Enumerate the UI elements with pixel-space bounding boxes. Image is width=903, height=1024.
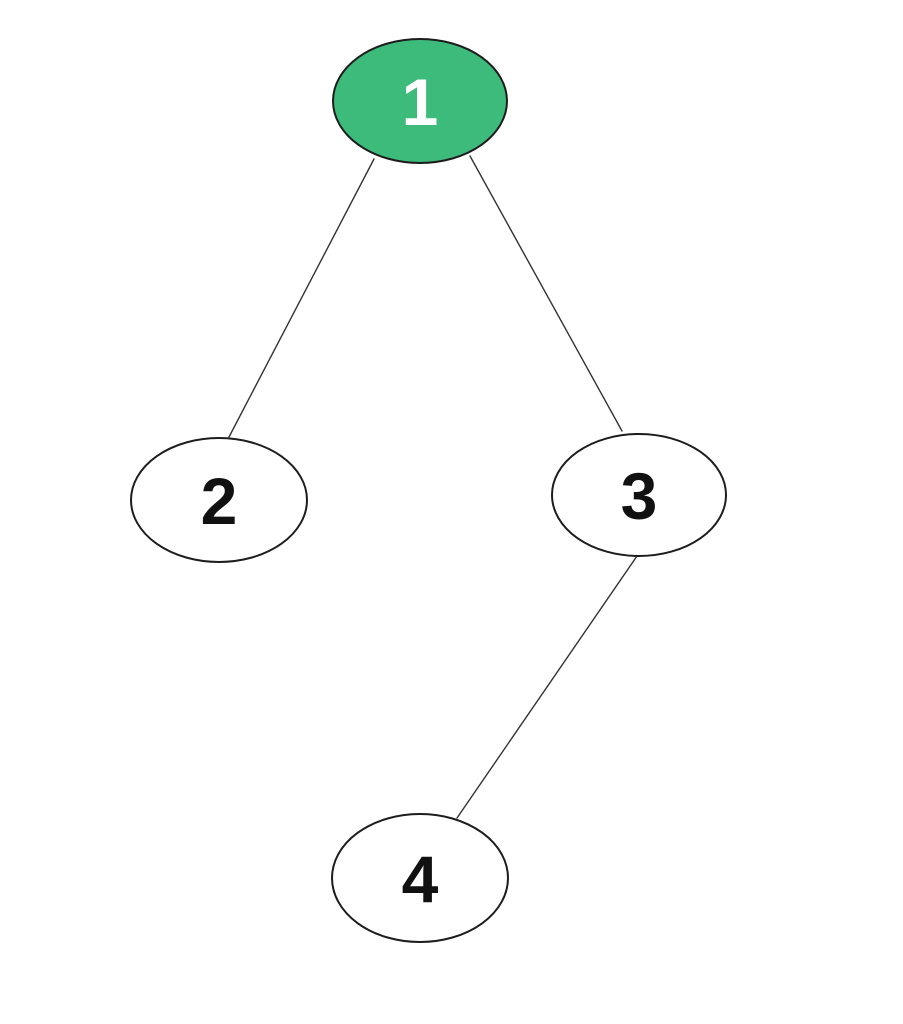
- node-label: 4: [402, 842, 439, 916]
- node-ellipse: [332, 38, 508, 164]
- node-ellipse: [130, 437, 308, 563]
- tree-node-1: 1: [332, 38, 508, 164]
- tree-edge-1-2: [228, 158, 375, 438]
- node-label: 2: [201, 464, 238, 538]
- tree-edge-3-4: [456, 555, 638, 819]
- node-ellipse: [551, 433, 727, 557]
- node-label: 3: [621, 459, 658, 533]
- tree-node-3: 3: [551, 433, 727, 557]
- tree-edge-1-3: [469, 155, 623, 432]
- tree-node-4: 4: [331, 813, 509, 943]
- tree-node-2: 2: [130, 437, 308, 563]
- node-ellipse: [331, 813, 509, 943]
- node-label: 1: [402, 65, 439, 139]
